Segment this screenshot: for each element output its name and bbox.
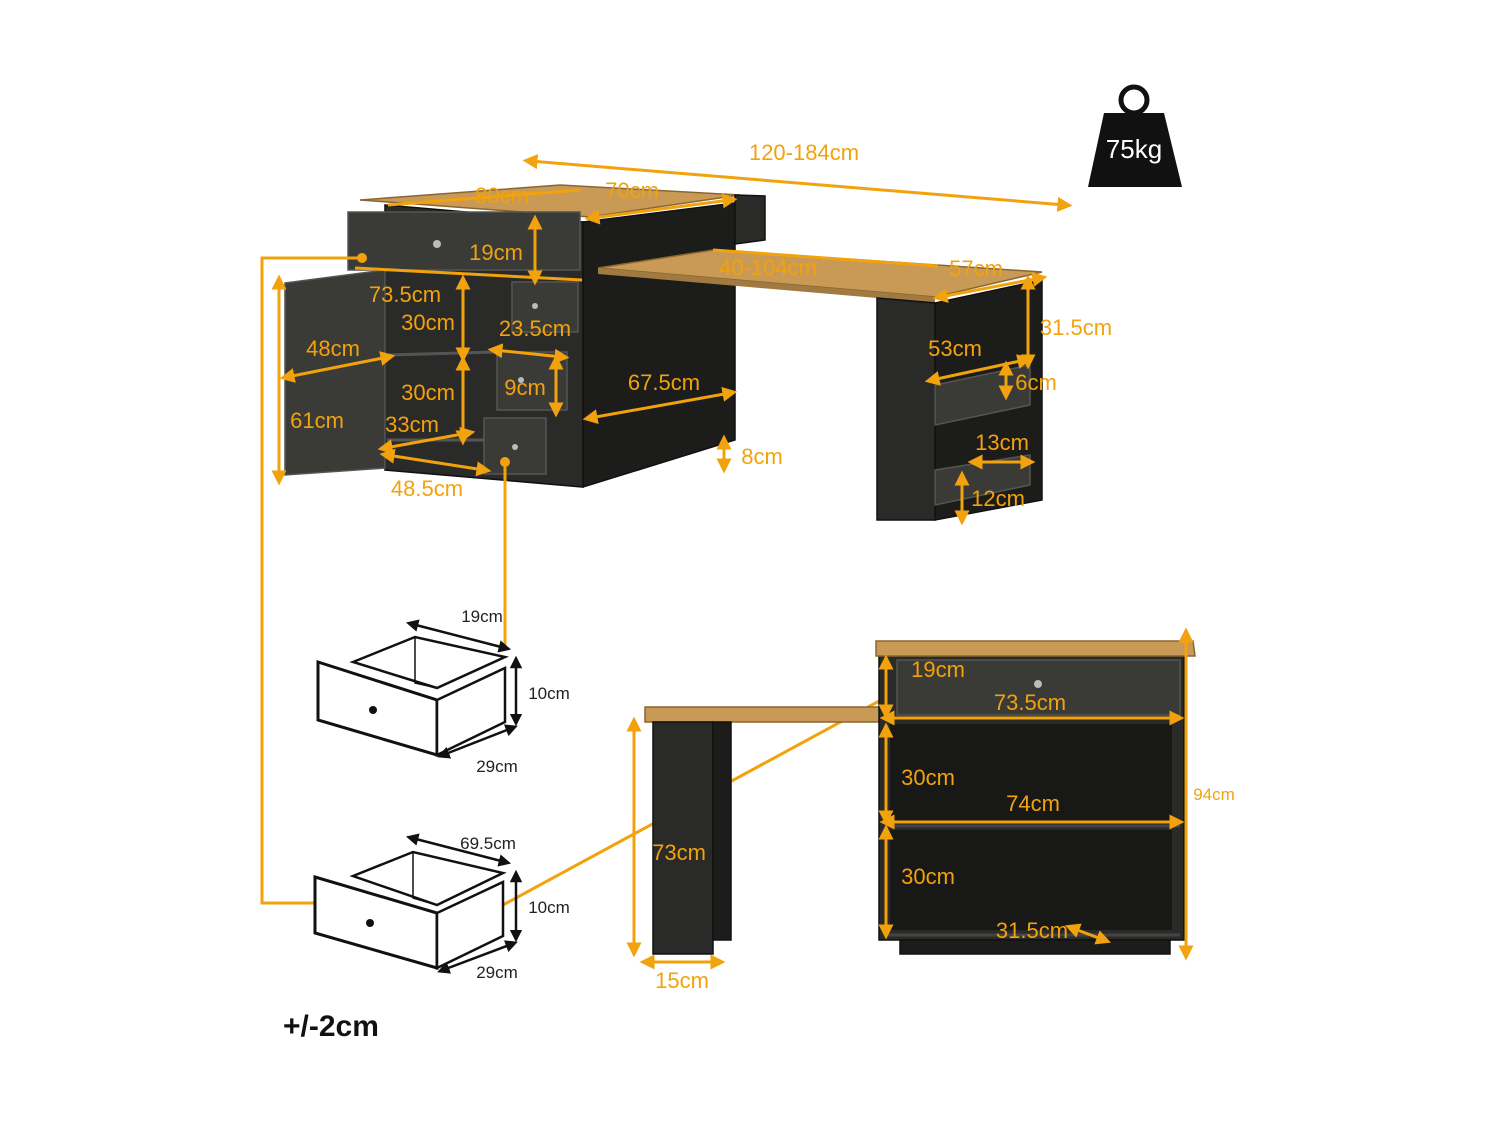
label-side-leg-width: 15cm xyxy=(655,968,709,993)
label-drawer-top-width: 19cm xyxy=(461,607,503,626)
label-extension-length: 40-104cm xyxy=(719,255,817,280)
label-total-length: 120-184cm xyxy=(749,140,859,165)
label-small-drawer-height: 9cm xyxy=(504,375,546,400)
label-side-leg-height: 73cm xyxy=(652,840,706,865)
label-drawer-bottom-height: 10cm xyxy=(528,898,570,917)
drawer-bottom-diagram xyxy=(313,833,523,974)
label-leg-shelf-height: 12cm xyxy=(971,486,1025,511)
label-leg-shelf-width: 13cm xyxy=(975,430,1029,455)
top-view-labels: 120-184cm 80cm 70cm 19cm 40-104cm 57cm 7… xyxy=(290,140,1112,511)
label-shelf-height-2: 30cm xyxy=(401,380,455,405)
label-base-width: 48.5cm xyxy=(391,476,463,501)
label-drawer-height: 19cm xyxy=(469,240,523,265)
label-shelf-depth: 33cm xyxy=(385,412,439,437)
label-side-drawer-width: 73.5cm xyxy=(994,690,1066,715)
label-leg-shelf-gap: 6cm xyxy=(1015,370,1057,395)
label-leg-height: 31.5cm xyxy=(1040,315,1112,340)
drawer-top-diagram xyxy=(316,619,523,759)
desk-side-view xyxy=(644,640,1196,955)
side-view-dimensions xyxy=(626,627,1194,970)
label-drawer-top-depth: 29cm xyxy=(476,757,518,776)
label-shelf-height-1: 30cm xyxy=(401,310,455,335)
label-side-shelf-height-1: 30cm xyxy=(901,765,955,790)
label-drawer-top-height: 10cm xyxy=(528,684,570,703)
label-side-drawer-height: 19cm xyxy=(911,657,965,682)
tolerance-label: +/-2cm xyxy=(283,1010,379,1043)
label-cabinet-depth: 67.5cm xyxy=(628,370,700,395)
label-top-width: 80cm xyxy=(475,183,529,208)
label-plinth-height: 8cm xyxy=(741,444,783,469)
label-extension-depth: 57cm xyxy=(949,256,1003,281)
label-door-height: 61cm xyxy=(290,408,344,433)
label-drawer-bottom-depth: 29cm xyxy=(476,963,518,982)
label-drawer-bottom-width: 69.5cm xyxy=(460,834,516,853)
label-leg-depth: 53cm xyxy=(928,336,982,361)
side-view-labels: 19cm 73.5cm 30cm 74cm 30cm 31.5cm 94cm 7… xyxy=(652,657,1235,993)
label-side-shelf-depth: 31.5cm xyxy=(996,918,1068,943)
weight-label: 75kg xyxy=(1106,134,1162,164)
label-side-shelf-height-2: 30cm xyxy=(901,864,955,889)
label-top-depth: 70cm xyxy=(605,178,659,203)
label-door-inner-width: 73.5cm xyxy=(369,282,441,307)
label-side-shelf-width: 74cm xyxy=(1006,791,1060,816)
label-door-width: 48cm xyxy=(306,336,360,361)
label-side-total-height: 94cm xyxy=(1193,785,1235,804)
weight-icon xyxy=(1088,84,1182,187)
label-small-drawer-width: 23.5cm xyxy=(499,316,571,341)
